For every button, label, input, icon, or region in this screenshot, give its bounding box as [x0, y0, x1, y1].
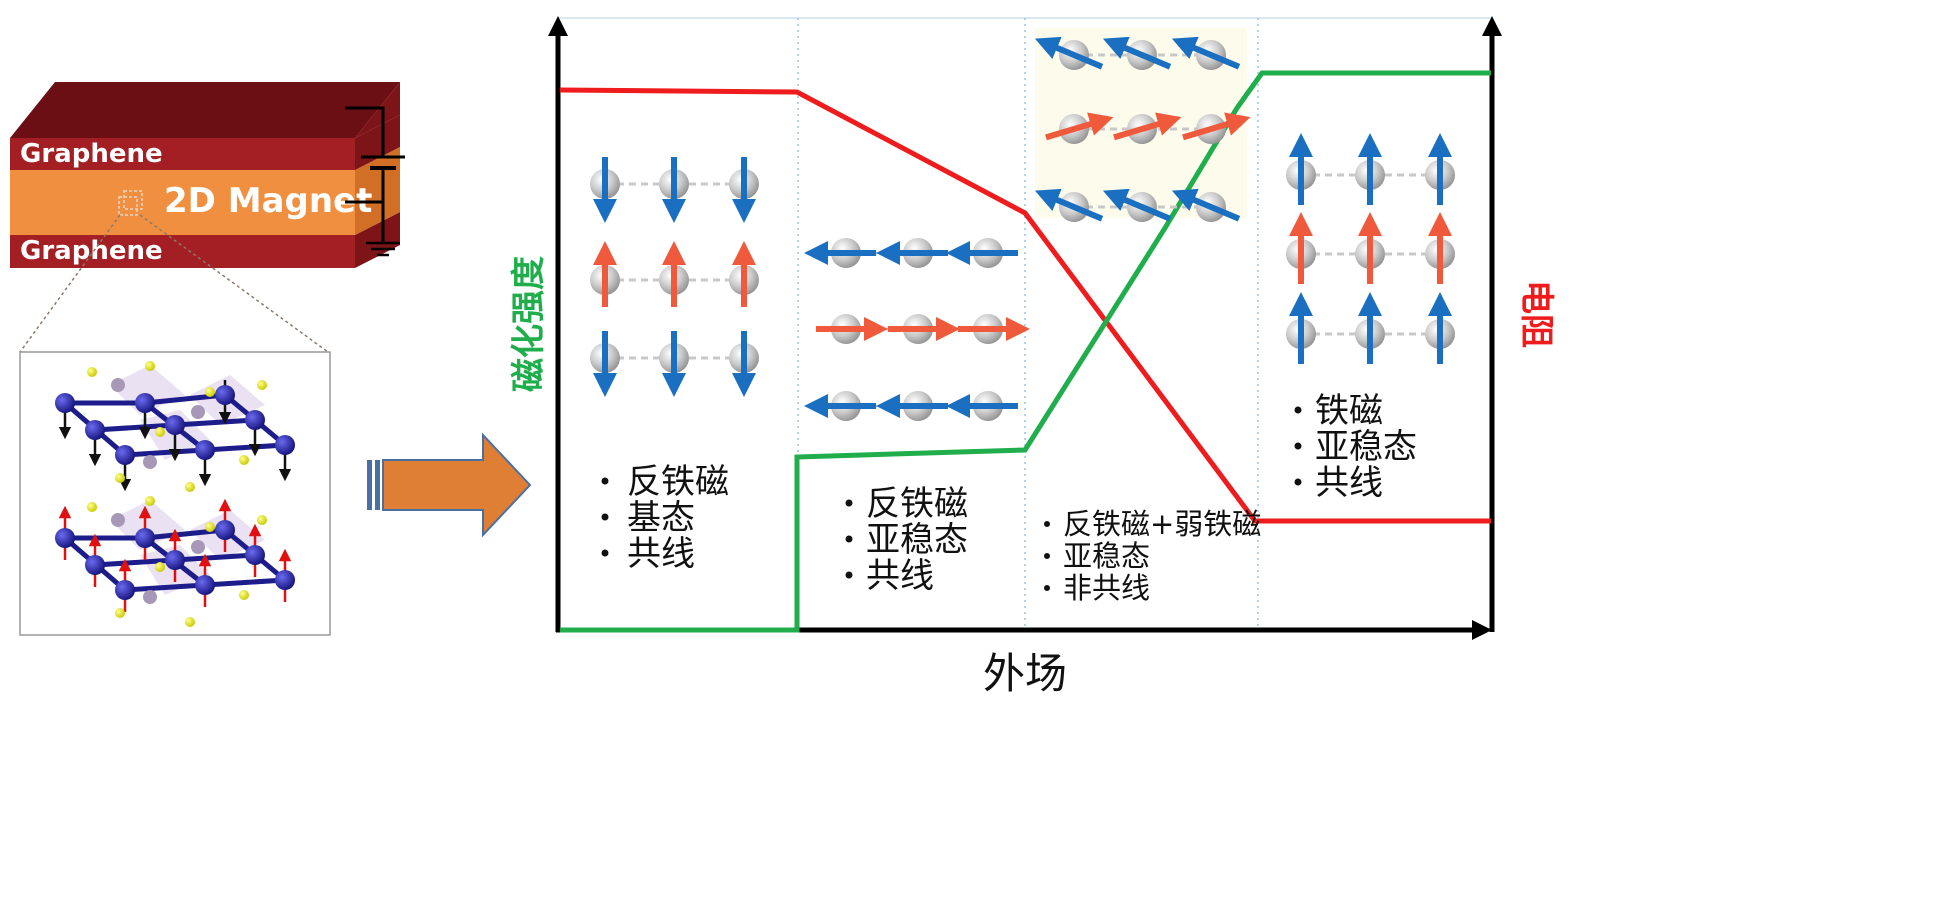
spin-arrow-icon: [1171, 36, 1241, 70]
phase-description-3: 反铁磁+弱铁磁 亚稳态 非共线: [1044, 507, 1261, 605]
phase-1-line-1: 反铁磁: [627, 462, 729, 502]
crystal-structure-icon: [19, 351, 331, 636]
right-axis-label: 电阻: [1516, 280, 1556, 348]
phase-description-1: 反铁磁 基态 共线: [601, 462, 729, 574]
bottom-layer-label: Graphene: [20, 236, 163, 266]
magnet-layer-label: 2D Magnet: [164, 181, 372, 221]
spin-arrow-icon: [1182, 112, 1251, 141]
phase-1-line-2: 基态: [627, 498, 695, 538]
phase-2-line-1: 反铁磁: [866, 484, 968, 524]
spin-lattices: [590, 36, 1455, 421]
phase-2-line-2: 亚稳态: [866, 520, 968, 560]
spin-arrow-icon: [1171, 188, 1241, 222]
spin-arrow-icon: [1034, 36, 1104, 70]
phase-4-line-2: 亚稳态: [1315, 427, 1417, 467]
phase-4-line-3: 共线: [1315, 463, 1383, 503]
phase-description-4: 铁磁 亚稳态 共线: [1294, 391, 1417, 503]
resistance-curve: [559, 87, 1491, 524]
spin-arrow-icon: [1045, 112, 1114, 141]
phase-1-line-3: 共线: [627, 534, 695, 574]
left-axis-label: 磁化强度: [509, 256, 549, 392]
phase-description-2: 反铁磁 亚稳态 共线: [845, 484, 968, 596]
spin-arrow-icon: [1102, 36, 1172, 70]
big-right-arrow-icon: [367, 432, 532, 538]
device-stack: Graphene 2D Magnet Graphene: [10, 82, 400, 268]
phase-3-line-1: 反铁磁+弱铁磁: [1063, 507, 1261, 541]
spin-arrow-icon: [1034, 188, 1104, 222]
top-layer-label: Graphene: [20, 139, 163, 169]
phase-2-line-3: 共线: [866, 556, 934, 596]
x-axis-label: 外场: [983, 649, 1067, 698]
battery-icon: [345, 106, 405, 243]
phase-chart: 外场 磁化强度 电阻 反铁磁 基态 共线 反铁磁 亚稳态 共线 反铁磁+弱铁磁 …: [509, 16, 1556, 698]
magnetization-curve: [560, 70, 1491, 633]
phase-3-line-3: 非共线: [1063, 571, 1150, 605]
phase-3-line-2: 亚稳态: [1063, 539, 1150, 573]
ground-icon: [366, 241, 400, 257]
phase-4-line-1: 铁磁: [1315, 391, 1383, 431]
spin-arrow-icon: [1113, 112, 1182, 141]
spin-arrow-icon: [1102, 188, 1172, 222]
